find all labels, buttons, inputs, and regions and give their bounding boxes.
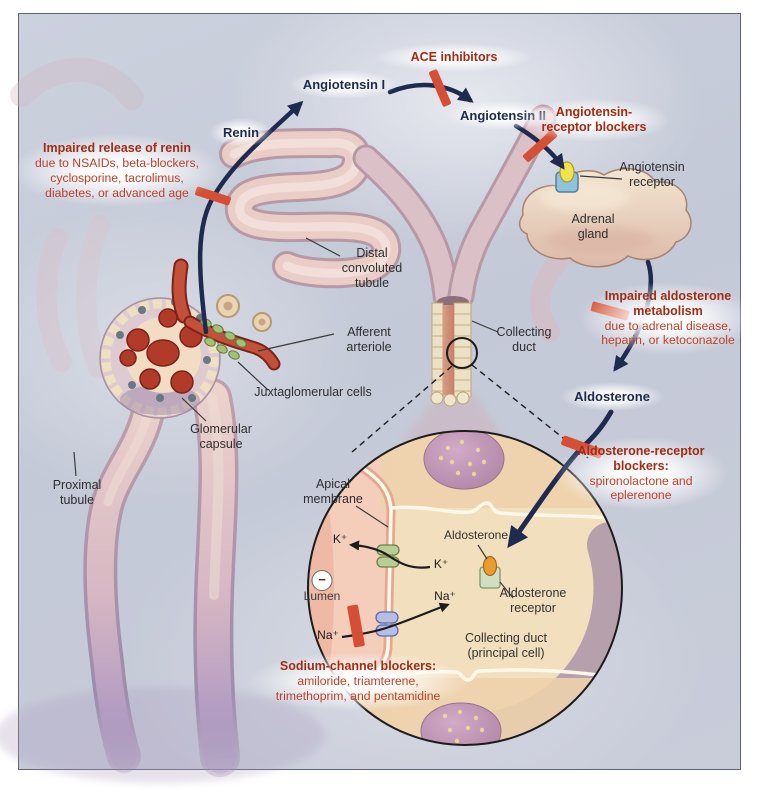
label-adrenal-gland: Adrenal gland [571,212,615,241]
label-k-ion-lumen: K⁺ [332,532,348,546]
ace-conversion-arrow [387,82,474,103]
label-angiotensin-receptor: Angiotensin receptor [619,160,685,189]
aldosterone-receptor-icon [479,555,501,589]
blocker-bar-sodium-channel [347,604,365,648]
label-juxtaglomerular-cells: Juxtaglomerular cells [254,385,372,399]
label-lumen: Lumen [303,589,341,603]
glomerulus [99,258,281,419]
inset-callout-line-left [351,365,453,453]
callout-aldosterone-blockers: Aldosterone-receptor blockers: spironola… [554,437,728,511]
label-aldosterone-inset: Aldosterone [443,528,509,542]
pointer-distal-tubule [305,237,341,257]
pointer-aldosterone-inset [477,544,488,560]
pointer-apical-membrane [355,505,389,528]
juxtaglomerular-cells-shape [200,318,247,360]
callout-sodium-channel-blockers: Sodium-channel blockers: amiloride, tria… [246,652,470,711]
label-k-ion-cell: K⁺ [433,557,449,571]
callout-ace-inhibitors: ACE inhibitors [375,43,533,72]
nucleus-bottom [420,702,502,745]
callout-body: due to adrenal disease, heparin, or keto… [601,318,735,348]
nucleus-top [423,431,505,490]
magnifier-circle [446,337,478,369]
callout-body: amiloride, triamterene, trimethoprim, an… [275,673,441,703]
label-proximal-tubule: Proximal tubule [52,478,102,507]
callout-title: Impaired aldosterone metabolism [604,289,732,318]
label-glomerular-capsule: Glomerular capsule [190,422,252,451]
nephron-tubules [83,104,557,777]
label-collecting-duct: Collecting duct [496,325,552,354]
label-apical-membrane: Apical membrane [303,477,363,506]
label-aldosterone-receptor: Aldosterone receptor [499,586,567,615]
descending-tubules [83,378,240,777]
label-angiotensin-i: Angiotensin I [288,70,400,100]
label-distal-convoluted-tubule: Distal convoluted tubule [341,246,403,290]
negative-charge-icon: − [311,570,333,591]
label-na-ion-lumen: Na⁺ [317,628,339,642]
pointer-proximal-tubule [73,451,77,477]
callout-body: due to NSAIDs, beta-blockers, cyclospori… [35,155,199,200]
label-na-ion-cell: Na⁺ [434,589,456,603]
pointer-aldosterone-receptor [499,581,514,599]
collecting-duct-shape [351,296,589,459]
callout-impaired-renin: Impaired release of renin due to NSAIDs,… [10,134,224,208]
adrenal-gland-shape [518,161,692,268]
pointer-angiotensin-receptor [579,175,623,180]
blocker-bar-ace [429,69,451,107]
k-secretion-arrow [348,540,431,569]
callout-title: Angiotensin-receptor blockers [541,105,647,134]
background-tubules [0,57,595,783]
callout-body: spironolactone and eplerenone [589,473,693,503]
label-afferent-arteriole: Afferent arteriole [346,325,392,354]
pointer-juxtaglomerular [237,361,269,391]
pointer-afferent-arteriole [257,333,335,352]
inset-callout-line-right [471,364,589,459]
callout-title: Impaired release of renin [43,141,191,155]
callout-arb: Angiotensin-receptor blockers [517,98,671,142]
distal-convoluted-tubule-shape [219,127,402,289]
angiotensin-receptor-icon [555,161,579,193]
callout-impaired-aldosterone: Impaired aldosterone metabolism due to a… [579,282,757,356]
callout-title: ACE inhibitors [410,50,498,64]
label-aldosterone: Aldosterone [560,382,664,412]
callout-title: Aldosterone-receptor blockers: [577,444,705,473]
callout-title: Sodium-channel blockers: [279,659,437,673]
tubule-cross-sections [216,294,272,332]
label-principal-cell: Collecting duct (principal cell) [465,631,547,660]
tubule-branches [352,104,557,310]
pointer-lines [73,175,623,599]
pointer-glomerular-capsule [181,397,207,422]
pointer-collecting-duct [471,320,499,333]
